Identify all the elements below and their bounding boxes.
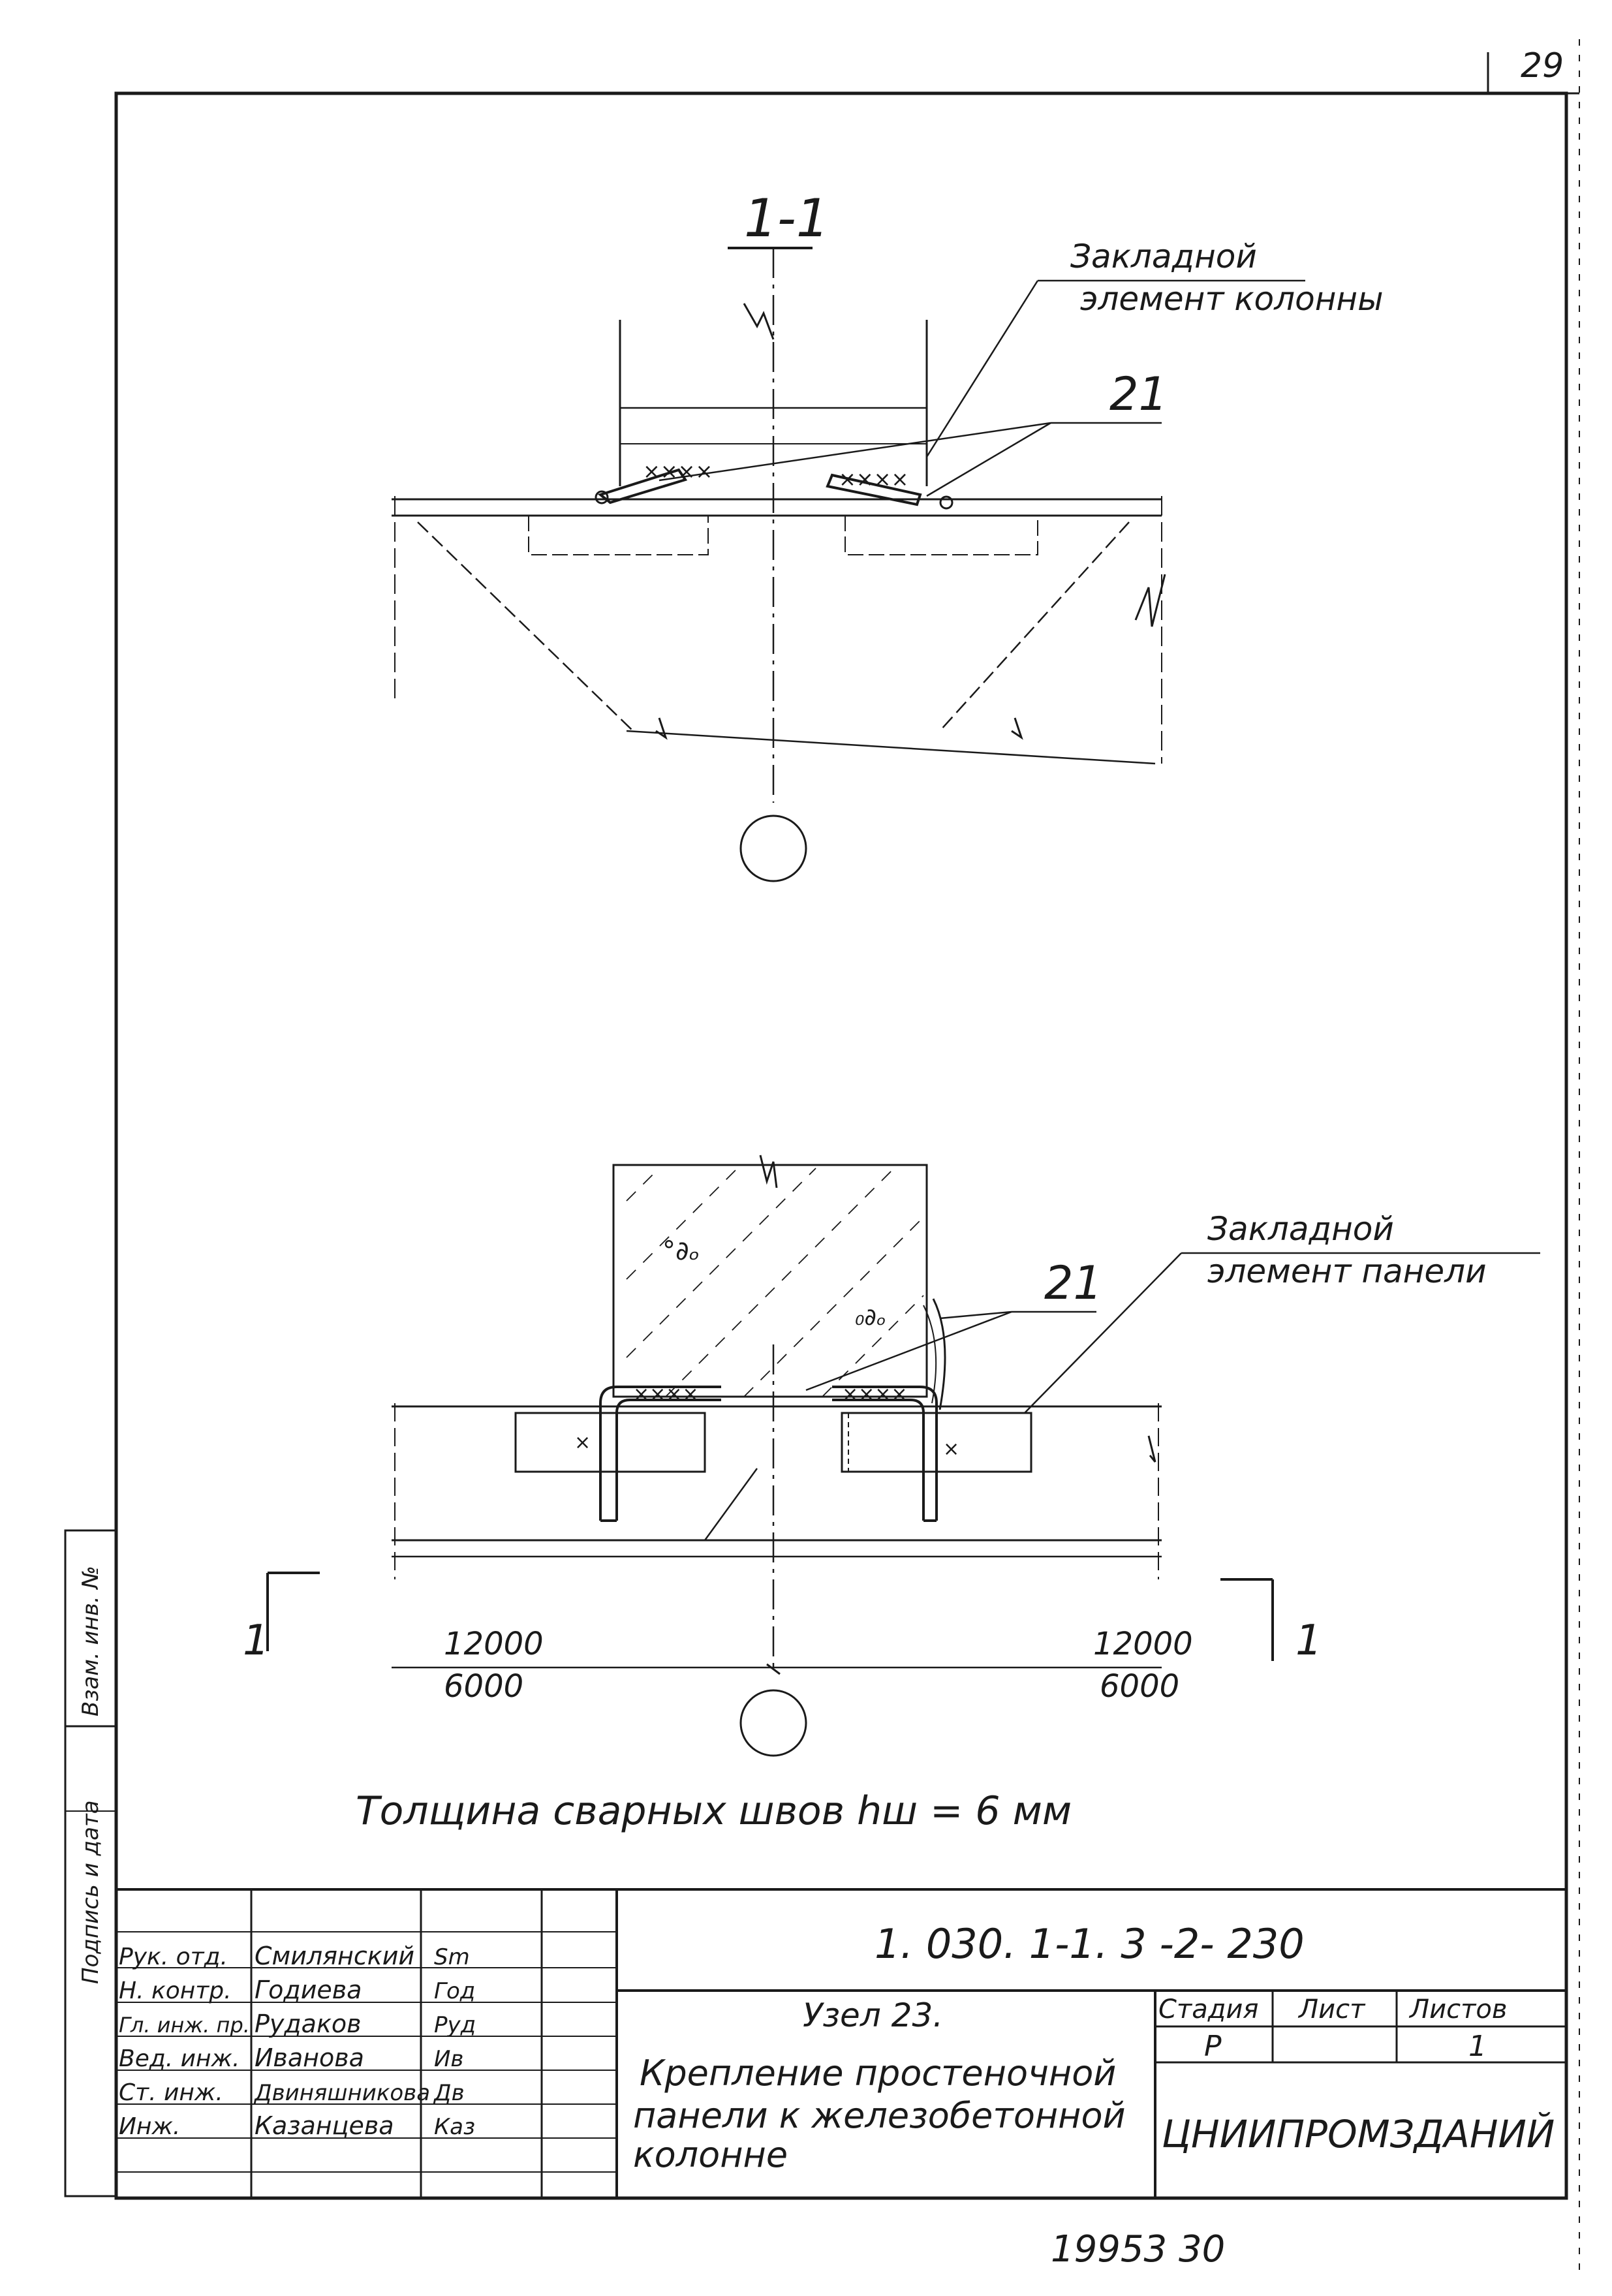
organization-name: ЦНИИПРОМЗДАНИЙ [1162, 2111, 1555, 2156]
callout-part-21-bottom: 21 [1044, 1256, 1102, 1310]
staff-sign-2: Год [434, 1978, 475, 2004]
aggregate-mark-2: ₀∂ₒ [855, 1304, 886, 1331]
section-mark-right: 1 [1295, 1617, 1322, 1665]
staff-name-6: Казанцева [255, 2111, 394, 2140]
staff-name-1: Смилянский [255, 1942, 414, 1970]
plan-weld-marks-right: ×××× [842, 1383, 908, 1406]
staff-sign-3: Руд [434, 2012, 476, 2038]
description-line1: Крепление простеночной [640, 2053, 1116, 2094]
callout-embedded-panel-line1: Закладной [1207, 1210, 1394, 1248]
section-title: 1-1 [744, 188, 829, 249]
staff-role-3: Гл. инж. пр. [119, 2013, 250, 2038]
sheets-value: 1 [1468, 2030, 1487, 2063]
plan-weld-marks-left: ×××× [633, 1383, 699, 1406]
axis-bubble-bottom [739, 1689, 807, 1757]
dim-left-bottom: 6000 [444, 1668, 523, 1705]
side-stamp-label-inv: Взам. инв. № [78, 1566, 104, 1716]
sheet-header: Лист [1297, 1994, 1366, 2025]
staff-role-2: Н. контр. [119, 1978, 232, 2004]
callout-embedded-column-line2: элемент колонны [1080, 280, 1384, 318]
callout-embedded-panel-line2: элемент панели [1207, 1252, 1487, 1290]
side-stamp: Подпись и дата Взам. инв. № [64, 1529, 117, 2197]
plan-weld-vert-right: × [943, 1438, 959, 1461]
sheet-frame [114, 39, 1580, 2271]
sheets-header: Листов [1408, 1994, 1507, 2025]
section-mark-left: 1 [243, 1617, 270, 1665]
callout-embedded-column-line1: Закладной [1070, 238, 1257, 275]
staff-name-3: Рудаков [255, 2009, 362, 2038]
staff-role-1: Рук. отд. [119, 1944, 228, 1970]
staff-sign-1: Sm [434, 1944, 470, 1970]
aggregate-mark-1: °∂ₒ [662, 1236, 700, 1266]
stage-header: Стадия [1158, 1994, 1258, 2025]
staff-name-2: Годиева [255, 1976, 362, 2004]
staff-sign-5: Дв [433, 2080, 465, 2106]
weld-thickness-note: Толщина сварных швов hш = 6 мм [356, 1788, 1072, 1834]
dim-right-bottom: 6000 [1100, 1668, 1179, 1705]
plan-view: °∂ₒ ₀∂ₒ ×××× ×××× × × [243, 1155, 1540, 1834]
callout-part-21-top: 21 [1109, 367, 1168, 421]
title-block: 1. 030. 1-1. 3 -2- 230 Узел 23. Креплени… [116, 1888, 1566, 2198]
doc-code: 1. 030. 1-1. 3 -2- 230 [875, 1920, 1305, 1968]
description-line3: колонне [633, 2134, 788, 2175]
dim-right-top: 12000 [1093, 1626, 1193, 1662]
staff-role-5: Ст. инж. [119, 2079, 223, 2106]
staff-role-6: Инж. [119, 2113, 180, 2140]
section-1-1-view: 1-1 ×××× ×××× Закл [392, 188, 1384, 882]
staff-name-4: Иванова [255, 2043, 364, 2072]
plan-weld-vert-left: × [574, 1431, 591, 1454]
weld-marks-right: ×××× [839, 467, 908, 491]
dim-left-top: 12000 [444, 1626, 544, 1662]
staff-name-5: Двиняшникова [253, 2080, 430, 2106]
description-line2: панели к железобетонной [633, 2095, 1126, 2136]
footer-archive-number: 19953 30 [1051, 2228, 1225, 2271]
node-title: Узел 23. [803, 1996, 943, 2034]
staff-sign-6: Каз [434, 2114, 475, 2140]
staff-sign-4: Ив [434, 2046, 463, 2072]
weld-marks-left: ×××× [643, 459, 713, 484]
axis-bubble-top [739, 814, 807, 882]
staff-role-4: Вед. инж. [119, 2045, 240, 2072]
side-stamp-label-sign: Подпись и дата [78, 1800, 104, 1984]
stage-value: Р [1204, 2030, 1222, 2063]
sheet-number: 29 [1521, 46, 1564, 85]
